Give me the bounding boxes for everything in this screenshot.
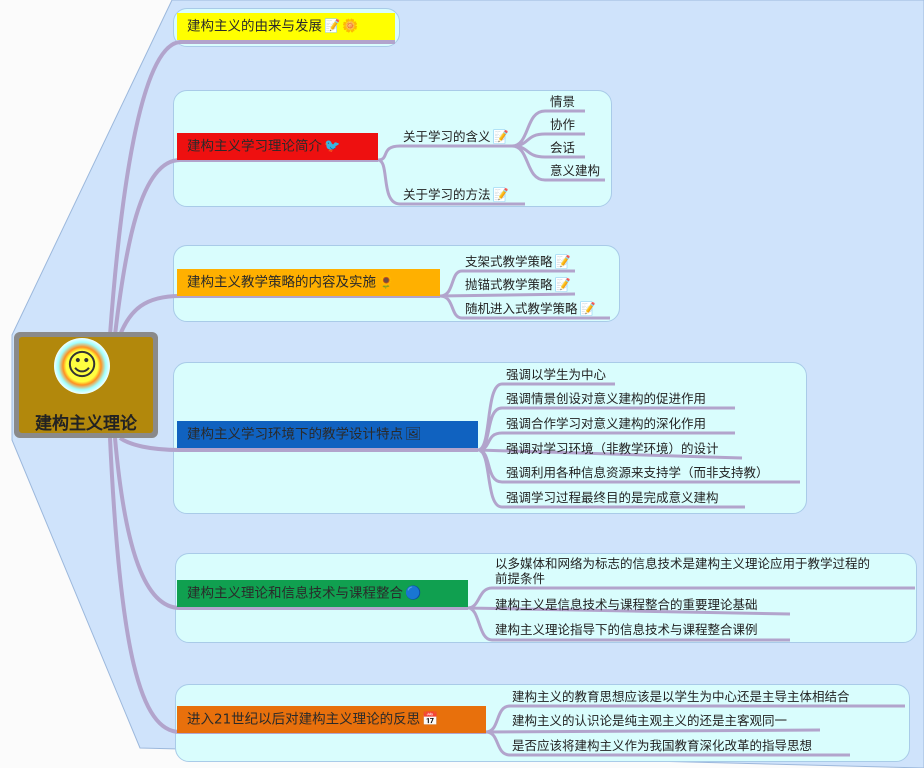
root-label: 建构主义理论	[35, 414, 137, 434]
smiley-sun-icon: ☺	[54, 338, 110, 394]
leaf[interactable]: 意义建构	[550, 163, 601, 178]
flower-icon: 🌻	[378, 275, 395, 290]
topic-label: 建构主义学习环境下的教学设计特点	[187, 426, 403, 443]
topic-design-features[interactable]: 建构主义学习环境下的教学设计特点🖼	[177, 421, 478, 448]
leaf[interactable]: 抛锚式教学策略📝	[465, 277, 571, 293]
topic-it-integration[interactable]: 建构主义理论和信息技术与课程整合🔵	[177, 580, 468, 607]
leaf[interactable]: 支架式教学策略📝	[465, 254, 571, 270]
note-icon: 📝	[324, 19, 341, 34]
leaf[interactable]: 强调以学生为中心	[506, 367, 607, 382]
note-icon: 📝	[554, 277, 571, 293]
leaf[interactable]: 建构主义是信息技术与课程整合的重要理论基础	[495, 597, 758, 612]
leaf[interactable]: 强调对学习环境（非教学环境）的设计	[506, 441, 719, 456]
leaf[interactable]: 随机进入式教学策略📝	[465, 301, 596, 317]
leaf[interactable]: 强调利用各种信息资源来支持学（而非支持教）	[506, 465, 769, 480]
leaf[interactable]: 会话	[550, 140, 576, 155]
balls-icon: 🔵	[405, 586, 422, 601]
topic-label: 建构主义教学策略的内容及实施	[187, 274, 376, 291]
leaf[interactable]: 建构主义理论指导下的信息技术与课程整合课例	[495, 622, 758, 637]
topic-reflection[interactable]: 进入21世纪以后对建构主义理论的反思📅	[177, 706, 486, 733]
topic-strategies[interactable]: 建构主义教学策略的内容及实施🌻	[177, 269, 440, 296]
leaf[interactable]: 建构主义的教育思想应该是以学生为中心还是主导主体相结合	[512, 689, 850, 704]
topic-label: 建构主义的由来与发展	[187, 18, 322, 35]
note-icon: 📝	[492, 187, 509, 203]
calendar-icon: 📅	[422, 712, 439, 727]
leaf-continuation[interactable]: 前提条件	[495, 571, 546, 586]
leaf[interactable]: 协作	[550, 117, 576, 132]
leaf[interactable]: 强调情景创设对意义建构的促进作用	[506, 391, 707, 406]
flower-pot-icon: 🌼	[342, 19, 359, 34]
leaf[interactable]: 以多媒体和网络为标志的信息技术是建构主义理论应用于教学过程的	[495, 556, 871, 571]
leaf[interactable]: 是否应该将建构主义作为我国教育深化改革的指导思想	[512, 738, 813, 753]
topic-label: 进入21世纪以后对建构主义理论的反思	[187, 711, 421, 728]
topic-theory-intro[interactable]: 建构主义学习理论简介🐦	[177, 133, 378, 160]
topic-label: 建构主义理论和信息技术与课程整合	[187, 585, 403, 602]
topic-origin[interactable]: 建构主义的由来与发展📝🌼	[177, 13, 395, 40]
subtopic-learning-meaning[interactable]: 关于学习的含义📝	[403, 129, 509, 145]
topic-label: 建构主义学习理论简介	[187, 138, 322, 155]
picture-icon: 🖼	[405, 427, 422, 442]
subtopic-learning-method[interactable]: 关于学习的方法📝	[403, 187, 509, 203]
leaf[interactable]: 情景	[550, 94, 576, 109]
note-icon: 📝	[554, 254, 571, 270]
root-node[interactable]: ☺ 建构主义理论	[14, 332, 158, 438]
leaf[interactable]: 强调合作学习对意义建构的深化作用	[506, 416, 707, 431]
leaf[interactable]: 强调学习过程最终目的是完成意义建构	[506, 490, 719, 505]
bird-icon: 🐦	[324, 139, 341, 154]
note-icon: 📝	[492, 129, 509, 145]
note-icon: 📝	[579, 301, 596, 317]
leaf[interactable]: 建构主义的认识论是纯主观主义的还是主客观同一	[512, 713, 788, 728]
